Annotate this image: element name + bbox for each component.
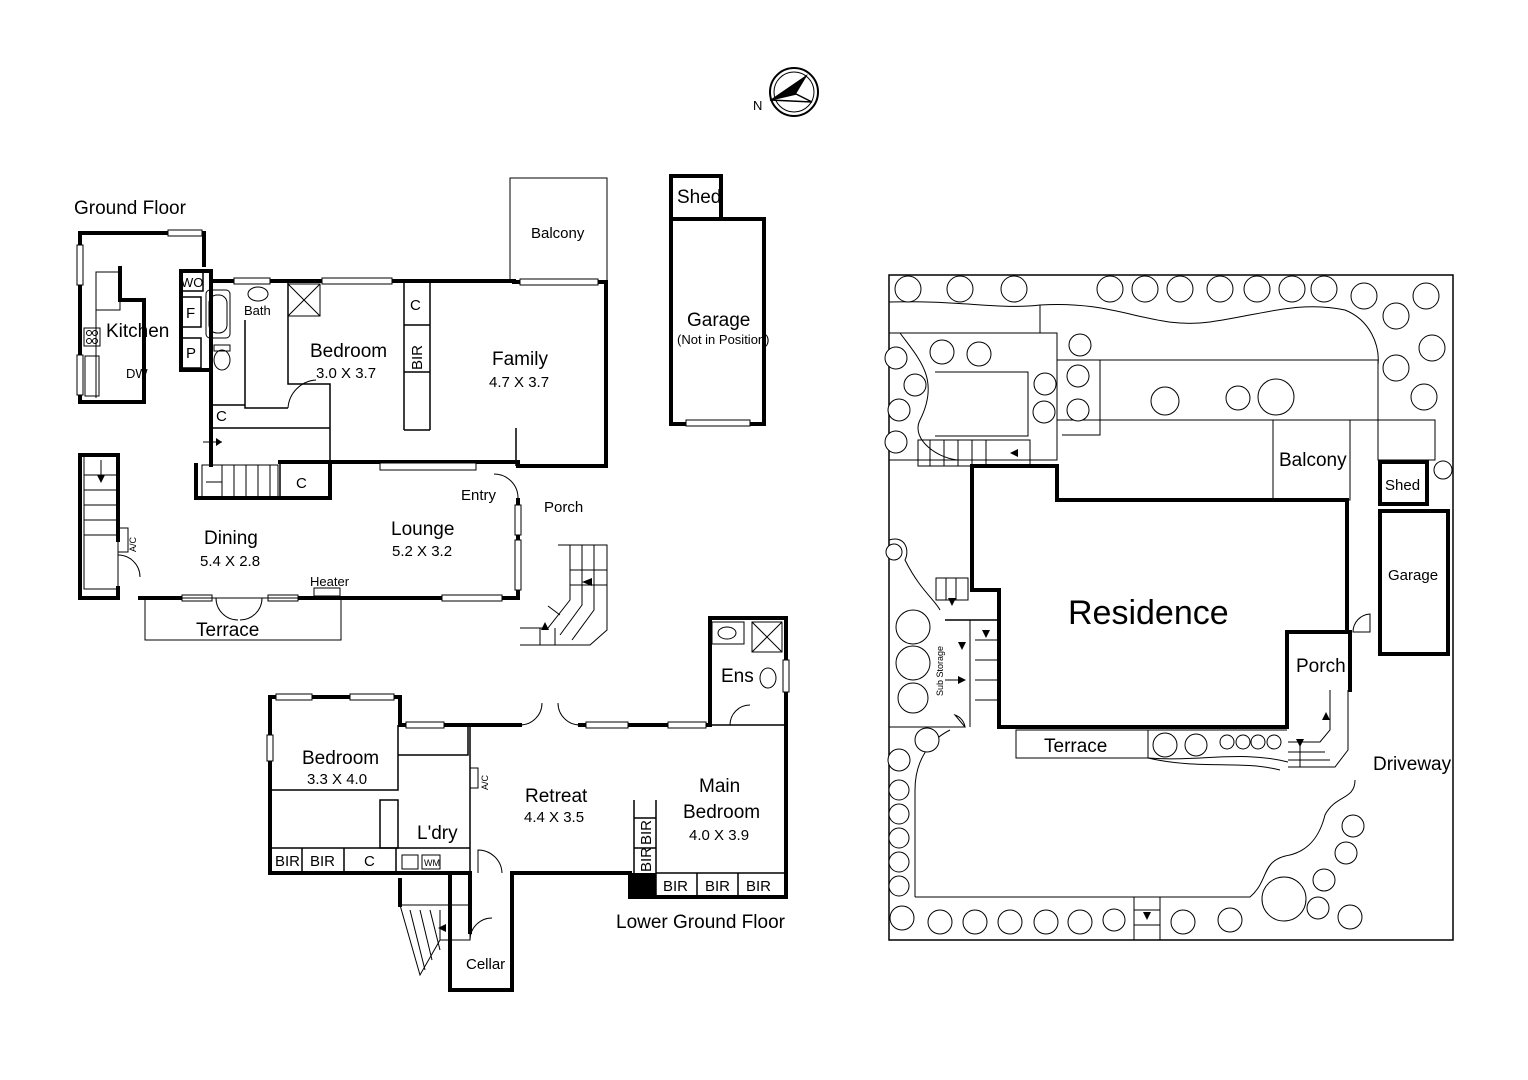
site-terrace-label: Terrace [1044, 736, 1107, 757]
main-bedroom-label-2: Bedroom [683, 802, 760, 823]
retreat-label: Retreat [525, 786, 588, 807]
porch-label: Porch [544, 499, 583, 516]
site-plan: Residence Balcony Shed Garage Porch Terr… [884, 274, 1454, 941]
outbuildings: Shed Garage (Not in Position) [669, 174, 769, 427]
lounge-label: Lounge [391, 519, 454, 540]
ground-bedroom-label: Bedroom [310, 341, 387, 362]
main-bedroom-dimensions: 4.0 X 3.9 [689, 827, 749, 844]
site-garage-label: Garage [1388, 567, 1438, 584]
kitchen-label: Kitchen [106, 321, 169, 342]
closet-label-2: C [296, 475, 307, 492]
driveway-label: Driveway [1373, 754, 1452, 775]
closet-label-3: C [410, 297, 421, 314]
closet-label-1: C [216, 408, 227, 425]
laundry-label: L'dry [417, 823, 458, 844]
dining-dimensions: 5.4 X 2.8 [200, 553, 260, 570]
bir-label-3: BIR [638, 820, 655, 845]
lower-bedroom-dimensions: 3.3 X 4.0 [307, 771, 367, 788]
compass-icon: N [753, 67, 819, 117]
site-shed-label: Shed [1385, 477, 1420, 494]
heater-label: Heater [310, 574, 350, 589]
bir-label-2: BIR [310, 853, 335, 870]
ensuite-label: Ens [721, 666, 754, 687]
site-balcony-label: Balcony [1279, 450, 1347, 471]
main-bedroom-label-1: Main [699, 776, 740, 797]
ground-floor-title: Ground Floor [74, 198, 187, 219]
dishwasher-label: DW [126, 366, 148, 381]
fridge-label: F [186, 305, 195, 322]
bir-label-6: BIR [705, 878, 730, 895]
north-label: N [753, 98, 762, 113]
sub-storage-label: Sub Storage [935, 646, 945, 696]
terrace-label-ground: Terrace [196, 620, 259, 641]
shed-label-plan: Shed [677, 187, 721, 208]
dining-label: Dining [204, 528, 258, 549]
residence-label: Residence [1068, 594, 1229, 632]
lounge-dimensions: 5.2 X 3.2 [392, 543, 452, 560]
ground-bedroom-dimensions: 3.0 X 3.7 [316, 365, 376, 382]
washing-machine-label: WM [424, 858, 440, 868]
family-dimensions: 4.7 X 3.7 [489, 374, 549, 391]
lower-bedroom-label: Bedroom [302, 748, 379, 769]
family-label: Family [492, 349, 548, 370]
bir-label-ground: BIR [409, 345, 426, 370]
ac-label-lower: A/C [480, 774, 490, 790]
lower-ground-floor-title: Lower Ground Floor [616, 912, 786, 933]
wo-label: WO [181, 275, 203, 290]
balcony-label: Balcony [531, 225, 585, 242]
bir-label-5: BIR [663, 878, 688, 895]
bir-label-4: BIR [638, 847, 655, 872]
ac-label-ground: A/C [128, 536, 138, 552]
pantry-label: P [186, 345, 196, 362]
tree-icons [884, 275, 1453, 935]
garage-label-plan: Garage [687, 310, 750, 331]
garage-note: (Not in Position) [677, 332, 769, 347]
bir-label-1: BIR [275, 853, 300, 870]
retreat-dimensions: 4.4 X 3.5 [524, 809, 584, 826]
ground-floor-plan: Ground Floor Balcony [74, 177, 608, 646]
bir-label-7: BIR [746, 878, 771, 895]
site-porch-label: Porch [1296, 656, 1346, 677]
entry-label: Entry [461, 487, 497, 504]
lower-ground-floor-plan: Ens Bedroom 3.3 X 4.0 BIR BIR C L'dry WM… [266, 616, 790, 992]
closet-label-lower: C [364, 853, 375, 870]
bath-label: Bath [244, 303, 271, 318]
cellar-label: Cellar [466, 956, 505, 973]
